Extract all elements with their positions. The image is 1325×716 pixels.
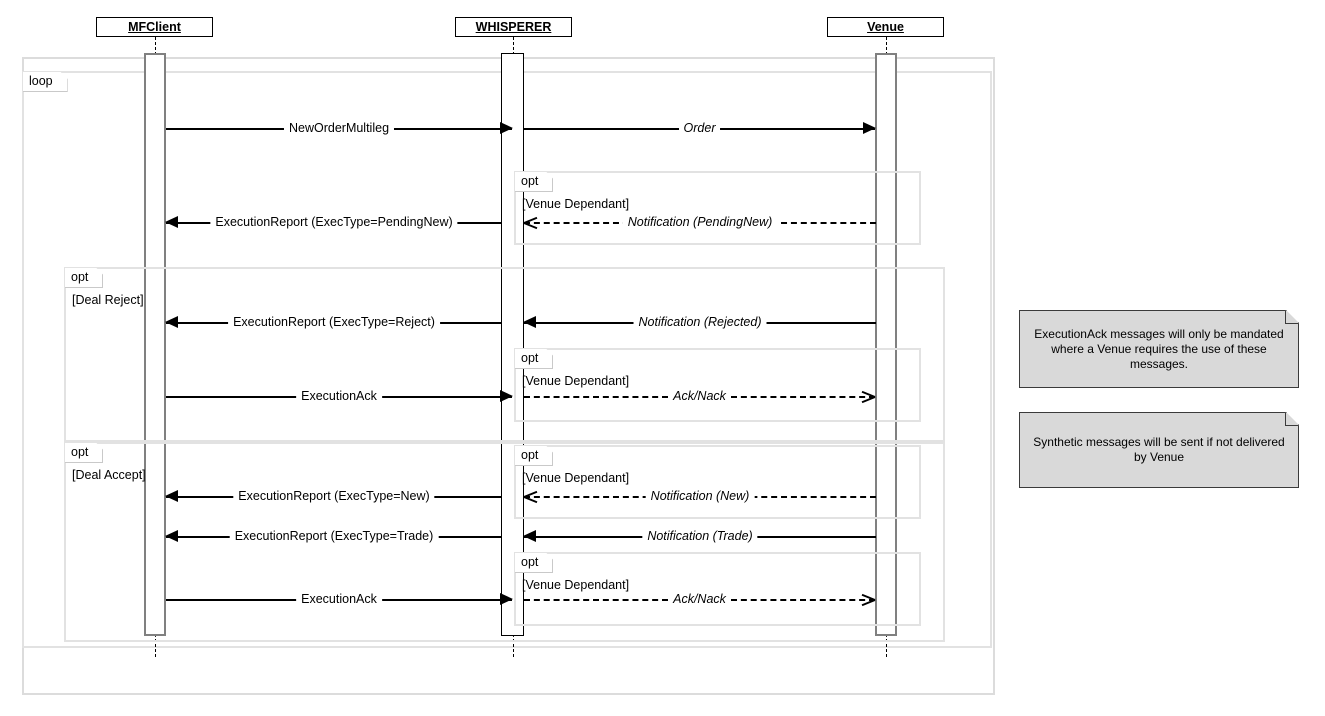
message-label: ExecutionReport (ExecType=New) bbox=[233, 489, 435, 503]
message-label: ExecutionReport (ExecType=Reject) bbox=[228, 315, 440, 329]
participant-mfclient[interactable]: MFClient bbox=[96, 17, 213, 37]
fragment-guard-opt: [Venue Dependant] bbox=[522, 578, 630, 592]
fragment-label-opt: opt bbox=[515, 349, 553, 369]
activation-venue bbox=[875, 53, 897, 636]
fragment-guard-opt: [Venue Dependant] bbox=[522, 197, 630, 211]
fragment-opt-notif-new: opt [Venue Dependant] bbox=[514, 445, 921, 519]
fragment-opt-acknack-2: opt [Venue Dependant] bbox=[514, 552, 921, 626]
fragment-opt-acknack-1: opt [Venue Dependant] bbox=[514, 348, 921, 422]
fragment-opt-deal-reject: opt [Deal Reject] bbox=[64, 267, 945, 442]
fragment-label-opt: opt bbox=[515, 446, 553, 466]
note-executionack-wrapper: ExecutionAck messages will only be manda… bbox=[1019, 310, 1299, 388]
note-synthetic: Synthetic messages will be sent if not d… bbox=[1019, 412, 1299, 488]
message-label: Ack/Nack bbox=[668, 592, 731, 606]
message-label: ExecutionReport (ExecType=Trade) bbox=[229, 529, 439, 543]
fragment-label-opt: opt bbox=[65, 443, 103, 463]
activation-mfclient bbox=[144, 53, 166, 636]
note-executionack-text: ExecutionAck messages will only be manda… bbox=[1034, 326, 1284, 371]
message-label: ExecutionAck bbox=[296, 389, 382, 403]
arrowhead-right-filled bbox=[863, 122, 876, 134]
arrowhead-left-filled bbox=[165, 216, 178, 228]
message-label: ExecutionAck bbox=[296, 592, 382, 606]
fragment-label-opt: opt bbox=[515, 172, 553, 192]
arrowhead-right-filled bbox=[500, 593, 513, 605]
message-label: NewOrderMultileg bbox=[283, 121, 395, 135]
message-label: Notification (New) bbox=[645, 489, 755, 503]
participant-whisperer-label: WHISPERER bbox=[475, 20, 552, 34]
arrowhead-left-filled bbox=[165, 490, 178, 502]
message-label: Ack/Nack bbox=[668, 389, 731, 403]
fragment-guard-opt: [Venue Dependant] bbox=[522, 374, 630, 388]
fragment-guard-opt: [Venue Dependant] bbox=[522, 471, 630, 485]
fragment-label-opt: opt bbox=[515, 553, 553, 573]
message-label: Notification (Rejected) bbox=[633, 315, 767, 329]
arrowhead-left-filled bbox=[165, 316, 178, 328]
participant-whisperer[interactable]: WHISPERER bbox=[455, 17, 572, 37]
message-label: Notification (Trade) bbox=[642, 529, 758, 543]
participant-venue[interactable]: Venue bbox=[827, 17, 944, 37]
arrowhead-left-filled bbox=[523, 316, 536, 328]
message-label: Order bbox=[678, 121, 721, 135]
message-label: ExecutionReport (ExecType=PendingNew) bbox=[210, 215, 458, 229]
activation-whisperer bbox=[501, 53, 524, 636]
fragment-label-loop: loop bbox=[23, 72, 68, 92]
fragment-opt-deal-accept: opt [Deal Accept] bbox=[64, 442, 945, 642]
arrowhead-right-filled bbox=[500, 122, 513, 134]
note-synthetic-text: Synthetic messages will be sent if not d… bbox=[1033, 435, 1285, 464]
fragment-opt-pendingnew: opt [Venue Dependant] bbox=[514, 171, 921, 245]
note-synthetic-wrapper: Synthetic messages will be sent if not d… bbox=[1019, 412, 1299, 488]
participant-venue-label: Venue bbox=[867, 20, 904, 34]
participant-mfclient-label: MFClient bbox=[128, 20, 181, 34]
message-label: Notification (PendingNew) bbox=[622, 215, 778, 229]
fragment-guard-opt: [Deal Accept] bbox=[72, 468, 146, 482]
arrowhead-left-filled bbox=[523, 530, 536, 542]
arrowhead-left-filled bbox=[165, 530, 178, 542]
fragment-label-opt: opt bbox=[65, 268, 103, 288]
arrowhead-right-filled bbox=[500, 390, 513, 402]
fragment-guard-opt: [Deal Reject] bbox=[72, 293, 144, 307]
note-executionack: ExecutionAck messages will only be manda… bbox=[1019, 310, 1299, 388]
